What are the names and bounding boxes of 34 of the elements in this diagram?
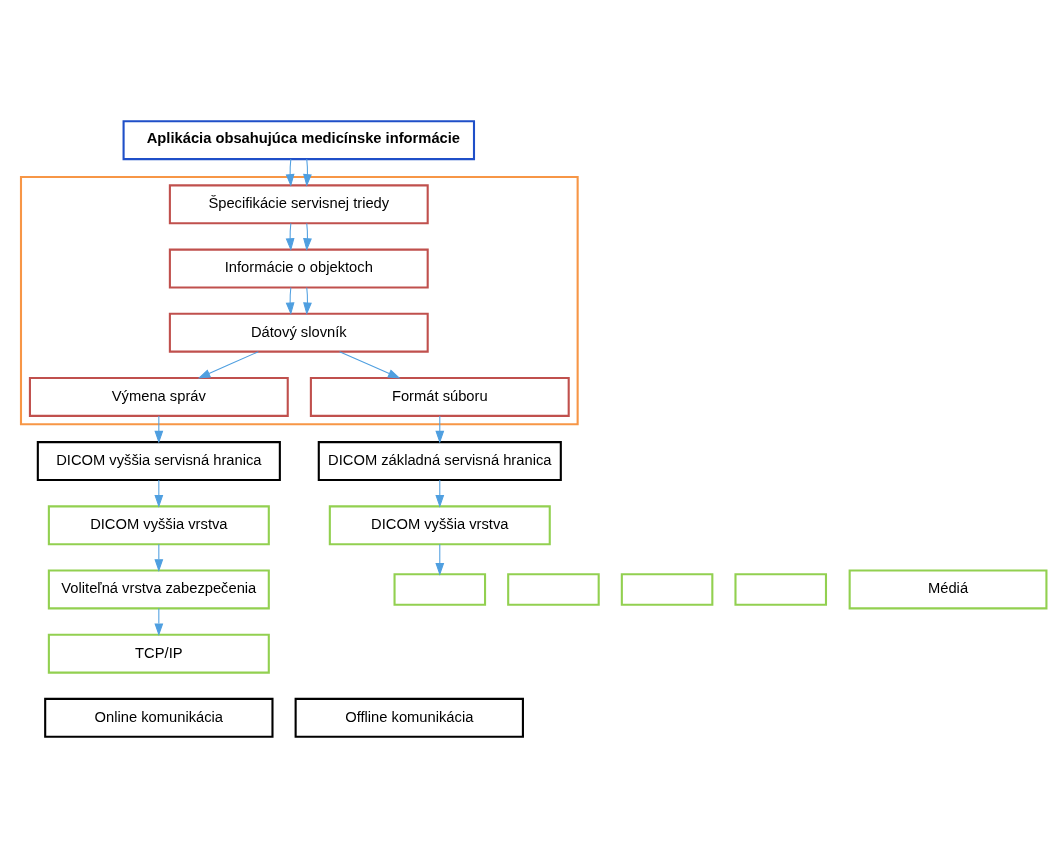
node-box: TCP/IP	[47, 633, 270, 674]
node-box: DICOM vyššia servisná hranica	[36, 440, 281, 481]
arrow	[303, 286, 312, 315]
arrow	[197, 350, 259, 379]
node-box: Informácie o objektoch	[168, 248, 429, 289]
node-box: Dátový slovník	[168, 312, 429, 353]
node-box: Voliteľná vrstva zabezpečenia	[47, 569, 270, 609]
arrow	[435, 543, 445, 576]
arrow	[339, 350, 401, 379]
node-box: Špecifikácie servisnej triedy	[168, 183, 429, 224]
arrow	[303, 222, 312, 251]
node-box: Formát súboru	[309, 376, 570, 417]
node-box	[734, 572, 828, 606]
node-box: Offline komunikácia	[294, 697, 524, 738]
node-box: DICOM vyššia vrstva	[328, 504, 551, 545]
arrow	[303, 158, 312, 187]
node-box	[393, 572, 487, 606]
arrow	[435, 414, 445, 443]
node-box: Médiá	[848, 569, 1048, 609]
node-box: Online komunikácia	[44, 697, 274, 738]
arrow	[154, 543, 164, 572]
arrow	[435, 479, 445, 508]
node-box: Aplikácia obsahujúca medicínske informácie	[122, 119, 476, 160]
node-box	[620, 572, 714, 606]
arrow	[154, 414, 164, 443]
arrow	[154, 479, 164, 508]
arrow	[154, 607, 164, 636]
node-box: DICOM základná servisná hranica	[317, 440, 562, 481]
arrow	[285, 286, 295, 315]
node-box: DICOM vyššia vrstva	[47, 504, 270, 545]
arrow	[285, 158, 295, 187]
arrow	[285, 222, 295, 251]
node-box	[507, 572, 600, 606]
node-box: Výmena správ	[28, 376, 289, 417]
